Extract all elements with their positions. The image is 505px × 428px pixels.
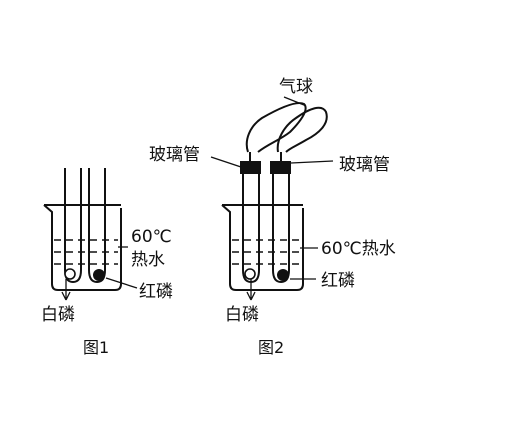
figure1-red-phosphorus-label: 红磷: [139, 282, 173, 302]
figure1-water-label: 热水: [131, 250, 165, 270]
figure2-tube-label-left: 玻璃管: [149, 145, 200, 165]
figure2-apparatus: [210, 96, 334, 301]
figure1-white-phosphorus: [64, 268, 76, 280]
figure2-white-phosphorus: [244, 268, 256, 280]
figure1-caption: 图1: [83, 338, 109, 357]
figure2-water-label: 60℃热水: [321, 239, 396, 259]
figure1-test-tube-right: [88, 168, 106, 284]
figure2-red-phosphorus-label: 红磷: [321, 271, 355, 291]
figure2-balloon-label: 气球: [279, 77, 313, 97]
figure2-stopper-left: [240, 161, 261, 174]
figure2-test-tube-right: [272, 174, 290, 284]
figure1-temp-label: 60℃: [131, 227, 172, 247]
figure2-caption: 图2: [258, 338, 284, 357]
figure1-red-phosphorus: [93, 269, 105, 281]
figure2-white-phosphorus-label: 白磷: [225, 305, 259, 325]
figure2-balloon-left: [245, 102, 307, 153]
figure2-stopper-right: [270, 161, 291, 174]
figure1-beaker: [43, 204, 122, 291]
figure1-white-phosphorus-label: 白磷: [41, 305, 75, 325]
figure1-apparatus: [43, 168, 138, 301]
figure1-test-tube-left: [64, 168, 82, 284]
figure2-red-phosphorus: [277, 269, 289, 281]
figure2-beaker: [221, 204, 304, 291]
figure2-tube-label-right: 玻璃管: [339, 155, 390, 175]
figure2-test-tube-left: [242, 174, 260, 284]
figure2-balloon-right: [276, 106, 328, 153]
